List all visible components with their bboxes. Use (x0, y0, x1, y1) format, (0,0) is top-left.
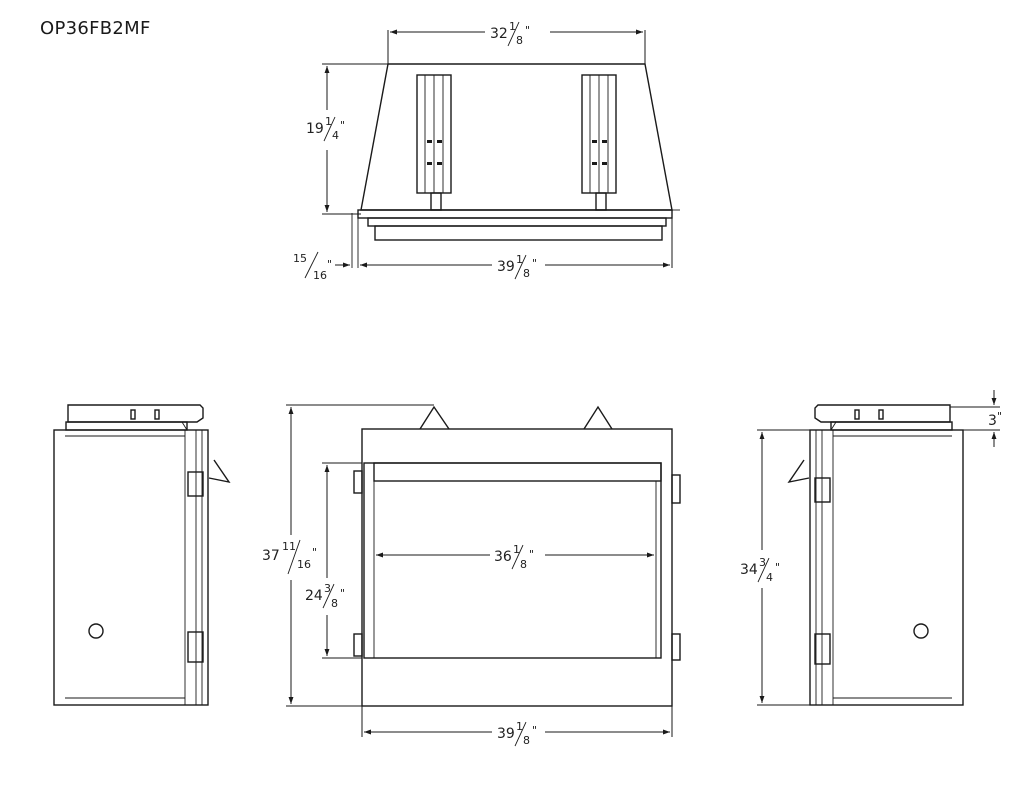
dim-front-opening-height-num: 3 (324, 582, 331, 595)
top-view (351, 63, 680, 268)
left-knockout-hole (88, 623, 104, 639)
dim-top-width-whole: 32 (490, 26, 508, 42)
dim-front-width-num: 1 (516, 720, 523, 733)
dim-front-opening-height-whole: 24 (305, 588, 323, 604)
dim-top-width: 32 1 8 " (387, 20, 646, 64)
dim-front-height-total-whole: 37 (262, 548, 280, 564)
dim-front-width-unit: " (532, 724, 537, 737)
dim-top-width-unit: " (525, 24, 530, 37)
dim-front-width: 39 1 8 " (361, 706, 673, 747)
dim-side-height: 34 3 4 " (740, 429, 810, 706)
dim-front-opening-width-den: 8 (520, 558, 527, 571)
dim-top-offset-num: 15 (293, 252, 307, 265)
dim-side-height-whole: 34 (740, 562, 758, 578)
dim-top-front-width: 39 1 8 " (360, 218, 673, 280)
dim-side-height-unit: " (775, 561, 780, 574)
front-view (353, 405, 681, 707)
dim-top-offset-unit: " (327, 258, 332, 271)
top-left-bracket (416, 74, 452, 211)
dim-top-front-width-num: 1 (516, 253, 523, 266)
dim-front-opening-height-unit: " (340, 587, 345, 600)
dim-side-height-num: 3 (759, 556, 766, 569)
dim-front-height-total-num: 11 (282, 540, 296, 553)
dim-top-depth: 19 1 4 " (306, 63, 388, 215)
dim-front-opening-width-whole: 36 (494, 549, 512, 565)
dim-side-height-3-whole: 3 (988, 413, 997, 429)
dim-top-depth-den: 4 (332, 129, 339, 142)
dim-side-height-den: 4 (766, 571, 773, 584)
dim-top-width-den: 8 (516, 34, 523, 47)
dim-top-offset: 15 16 " (293, 251, 350, 282)
dim-side-height-3-unit: " (997, 410, 1002, 423)
dim-front-opening-width: 36 1 8 " (376, 543, 654, 571)
dim-front-height-total-unit: " (312, 546, 317, 559)
dim-side-height-3: 3 " (950, 390, 1002, 447)
dim-front-width-den: 8 (523, 734, 530, 747)
dim-top-offset-den: 16 (313, 269, 327, 282)
dim-front-opening-height-den: 8 (331, 597, 338, 610)
dim-front-opening-width-unit: " (529, 548, 534, 561)
model-title: OP36FB2MF (40, 18, 151, 39)
dim-top-depth-unit: " (340, 119, 345, 132)
dim-front-opening-height: 24 3 8 " (305, 462, 362, 659)
right-knockout-hole (913, 623, 929, 639)
right-side-view (787, 404, 964, 706)
dim-front-opening-width-num: 1 (513, 543, 520, 556)
dim-front-height-total: 37 11 16 " (262, 404, 434, 707)
dim-top-depth-num: 1 (325, 115, 332, 128)
dim-top-front-width-unit: " (532, 257, 537, 270)
dim-front-width-whole: 39 (497, 726, 515, 742)
dim-top-front-width-den: 8 (523, 267, 530, 280)
dim-top-depth-whole: 19 (306, 121, 324, 137)
dim-top-width-num: 1 (509, 20, 516, 33)
dim-top-front-width-whole: 39 (497, 259, 515, 275)
dim-front-height-total-den: 16 (297, 558, 311, 571)
top-right-bracket (581, 74, 617, 211)
left-side-view (53, 404, 231, 706)
